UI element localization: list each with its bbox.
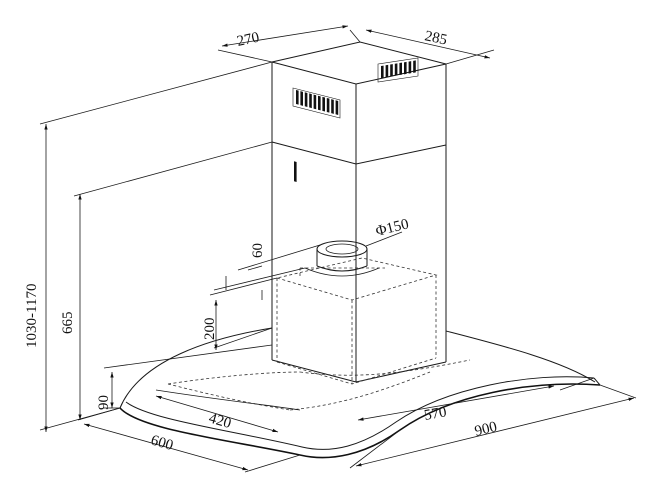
dimension-lines (44, 25, 635, 471)
vent-bar (331, 99, 334, 114)
motor-housing (275, 257, 438, 385)
dim-glass-inner-width: 570 (423, 404, 448, 424)
vent-slots-left (294, 161, 297, 182)
vent-bar (304, 92, 308, 107)
vent-bar (296, 90, 299, 105)
extension-lines (39, 29, 637, 473)
dim-hood-depth: 600 (149, 432, 175, 454)
glass-canopy (119, 327, 601, 459)
dim-hood-width: 900 (473, 419, 499, 440)
dim-motor-width: 420 (207, 410, 233, 432)
vent-bars-right (381, 60, 416, 78)
upper-chimney (271, 41, 447, 182)
dim-total-height: 1030-1170 (24, 284, 40, 348)
dim-outlet-height: 60 (250, 243, 266, 258)
dim-glass-height: 90 (96, 395, 112, 410)
vent-bar (381, 65, 384, 78)
vent-bar (399, 62, 402, 76)
vent-bars-left (296, 90, 339, 115)
vent-bar (326, 98, 330, 113)
vent-bar (313, 94, 317, 110)
dim-motor-height: 200 (202, 318, 218, 341)
lower-chimney (271, 142, 447, 383)
vent-slots-left-face (292, 87, 341, 119)
dim-chimney-width: 285 (423, 28, 448, 48)
dim-outlet-diameter: Φ150 (374, 216, 410, 240)
vent-bar (300, 91, 303, 106)
vent-bar (309, 93, 312, 109)
vent-bar (404, 61, 407, 75)
vent-bar (390, 64, 393, 77)
dim-chimney-depth: 270 (236, 30, 261, 50)
vent-bar (335, 100, 339, 115)
vent-bar (385, 64, 389, 78)
vent-bar (318, 95, 321, 111)
vent-bar (413, 60, 416, 73)
outlet-collar (304, 240, 380, 277)
vent-bar (322, 96, 325, 112)
vent-bar (394, 63, 398, 76)
vent-bar (408, 61, 412, 74)
vent-slots-right-face (377, 57, 419, 83)
dim-lower-height: 665 (60, 312, 76, 335)
